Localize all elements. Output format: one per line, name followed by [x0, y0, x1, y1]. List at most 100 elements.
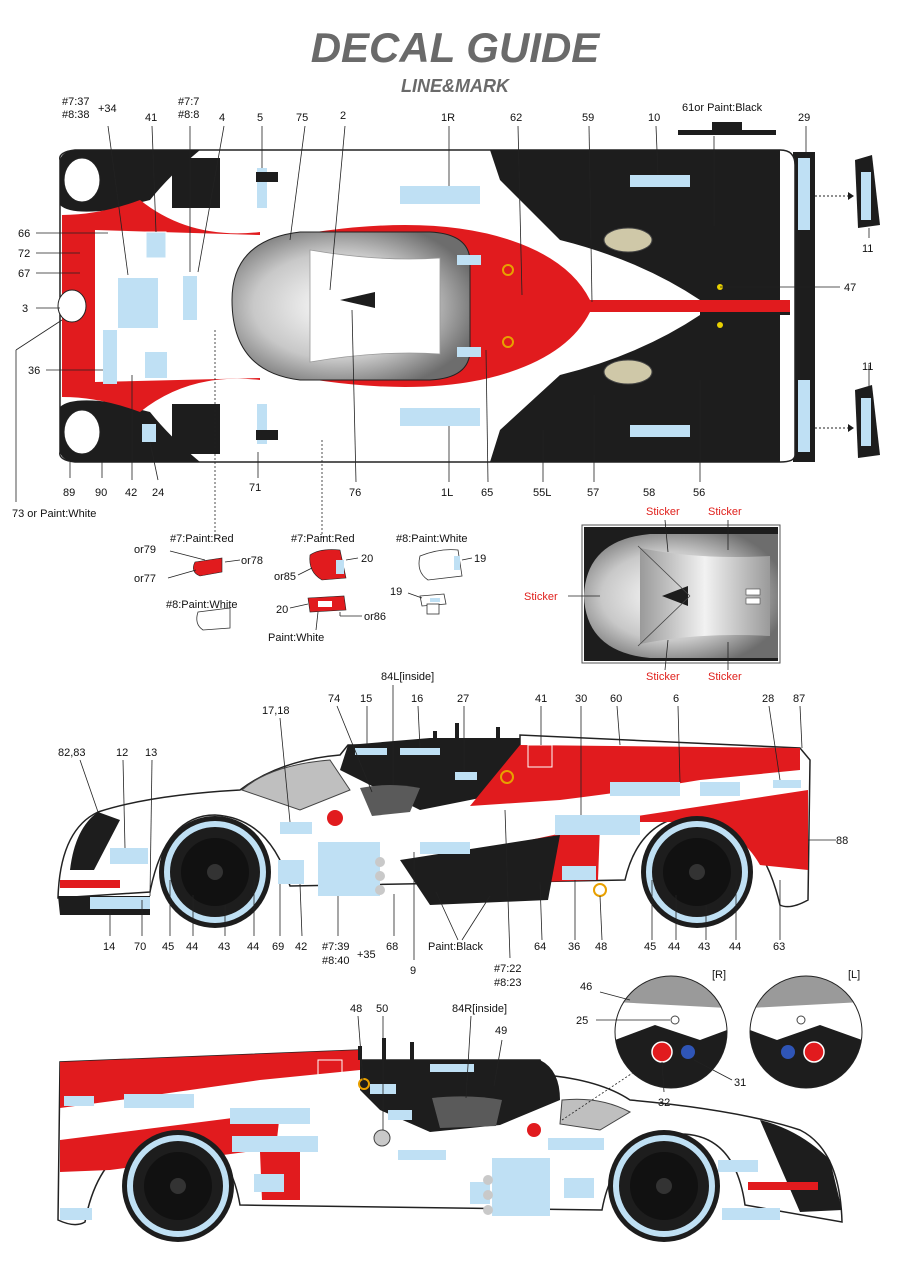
- label-60: 60: [610, 693, 622, 705]
- label-66: 66: [18, 228, 30, 240]
- label-inset-l: [L]: [848, 969, 860, 981]
- label-56: 56: [693, 487, 705, 499]
- label-41: 41: [145, 112, 157, 124]
- sticker-label-1: Sticker: [646, 506, 680, 518]
- endplate-views: [678, 122, 880, 458]
- label-61-paint-black: 61or Paint:Black: [682, 102, 763, 114]
- callout-or79: or79: [134, 544, 156, 556]
- callout-or78: or78: [241, 555, 263, 567]
- label-32: 32: [658, 1097, 670, 1109]
- label-58: 58: [643, 487, 655, 499]
- detail-inset-labels: 46 25 [R] [L] 32 31: [576, 969, 860, 1109]
- label-48-right: 48: [350, 1003, 362, 1015]
- label-8-23: #8:23: [494, 977, 522, 989]
- label-plus35: +35: [357, 949, 376, 961]
- label-1r: 1R: [441, 112, 455, 124]
- label-76: 76: [349, 487, 361, 499]
- guide-subtitle: LINE&MARK: [401, 76, 511, 96]
- label-24: 24: [152, 487, 164, 499]
- part-callouts: #7:Paint:Red or79 or78 or77 #8:Paint:Whi…: [134, 533, 486, 644]
- label-9: 9: [410, 965, 416, 977]
- label-28: 28: [762, 693, 774, 705]
- label-15: 15: [360, 693, 372, 705]
- label-7-39: #7:39: [322, 941, 350, 953]
- label-59: 59: [582, 112, 594, 124]
- label-plus34: +34: [98, 103, 117, 115]
- detail-inset-left: [749, 975, 863, 1089]
- side-left-labels: 84L[inside] 17,18 74 15 16 27 41 30 60 6…: [58, 671, 848, 989]
- label-41-side: 41: [535, 693, 547, 705]
- top-view-car: [57, 149, 815, 463]
- sticker-label-3: Sticker: [524, 591, 558, 603]
- label-44-b: 44: [247, 941, 259, 953]
- label-16: 16: [411, 693, 423, 705]
- callout-19-a: 19: [474, 553, 486, 565]
- label-8-40: #8:40: [322, 955, 350, 967]
- label-44-c: 44: [668, 941, 680, 953]
- sticker-label-2: Sticker: [708, 506, 742, 518]
- callout-8-paint-white-b: #8:Paint:White: [396, 533, 468, 545]
- guide-title: DECAL GUIDE: [311, 24, 602, 71]
- label-70: 70: [134, 941, 146, 953]
- callout-7-paint-red-b: #7:Paint:Red: [291, 533, 355, 545]
- label-57: 57: [587, 487, 599, 499]
- callout-8-paint-white-a: #8:Paint:White: [166, 599, 238, 611]
- label-7-22: #7:22: [494, 963, 522, 975]
- side-right-leaders: [357, 1015, 641, 1130]
- label-paint-black: Paint:Black: [428, 941, 484, 953]
- label-inset-r: [R]: [712, 969, 726, 981]
- label-87: 87: [793, 693, 805, 705]
- label-30: 30: [575, 693, 587, 705]
- label-7-7: #7:7: [178, 96, 199, 108]
- label-2: 2: [340, 110, 346, 122]
- side-view-right-car: [57, 1038, 843, 1242]
- label-12: 12: [116, 747, 128, 759]
- label-63: 63: [773, 941, 785, 953]
- side-view-left-car: [57, 723, 811, 928]
- label-6: 6: [673, 693, 679, 705]
- label-62: 62: [510, 112, 522, 124]
- label-69: 69: [272, 941, 284, 953]
- label-46: 46: [580, 981, 592, 993]
- sticker-label-4: Sticker: [646, 671, 680, 683]
- label-5: 5: [257, 112, 263, 124]
- label-7-37: #7:37: [62, 96, 90, 108]
- label-72: 72: [18, 248, 30, 260]
- label-36-side: 36: [568, 941, 580, 953]
- callout-or77: or77: [134, 573, 156, 585]
- callout-or86: or86: [364, 611, 386, 623]
- label-45-a: 45: [162, 941, 174, 953]
- callout-20-a: 20: [361, 553, 373, 565]
- label-31: 31: [734, 1077, 746, 1089]
- label-49: 49: [495, 1025, 507, 1037]
- label-75: 75: [296, 112, 308, 124]
- side-right-labels: 48 50 84R[inside] 49: [350, 1003, 507, 1037]
- label-84r-inside: 84R[inside]: [452, 1003, 507, 1015]
- detail-inset-right: [596, 975, 733, 1093]
- label-68: 68: [386, 941, 398, 953]
- label-65: 65: [481, 487, 493, 499]
- callout-19-b: 19: [390, 586, 402, 598]
- label-13: 13: [145, 747, 157, 759]
- label-36: 36: [28, 365, 40, 377]
- label-71: 71: [249, 482, 261, 494]
- label-47: 47: [844, 282, 856, 294]
- callout-20-b: 20: [276, 604, 288, 616]
- label-42: 42: [125, 487, 137, 499]
- label-44-a: 44: [186, 941, 198, 953]
- label-88: 88: [836, 835, 848, 847]
- label-82-83: 82,83: [58, 747, 86, 759]
- label-50: 50: [376, 1003, 388, 1015]
- callout-7-paint-red-a: #7:Paint:Red: [170, 533, 234, 545]
- label-1l: 1L: [441, 487, 453, 499]
- label-73-or-paint-white: 73 or Paint:White: [12, 508, 96, 520]
- label-11-bottom: 11: [862, 361, 873, 373]
- label-45-b: 45: [644, 941, 656, 953]
- label-42-side: 42: [295, 941, 307, 953]
- label-14: 14: [103, 941, 115, 953]
- label-84l-inside: 84L[inside]: [381, 671, 434, 683]
- label-10: 10: [648, 112, 660, 124]
- label-64: 64: [534, 941, 546, 953]
- label-3: 3: [22, 303, 28, 315]
